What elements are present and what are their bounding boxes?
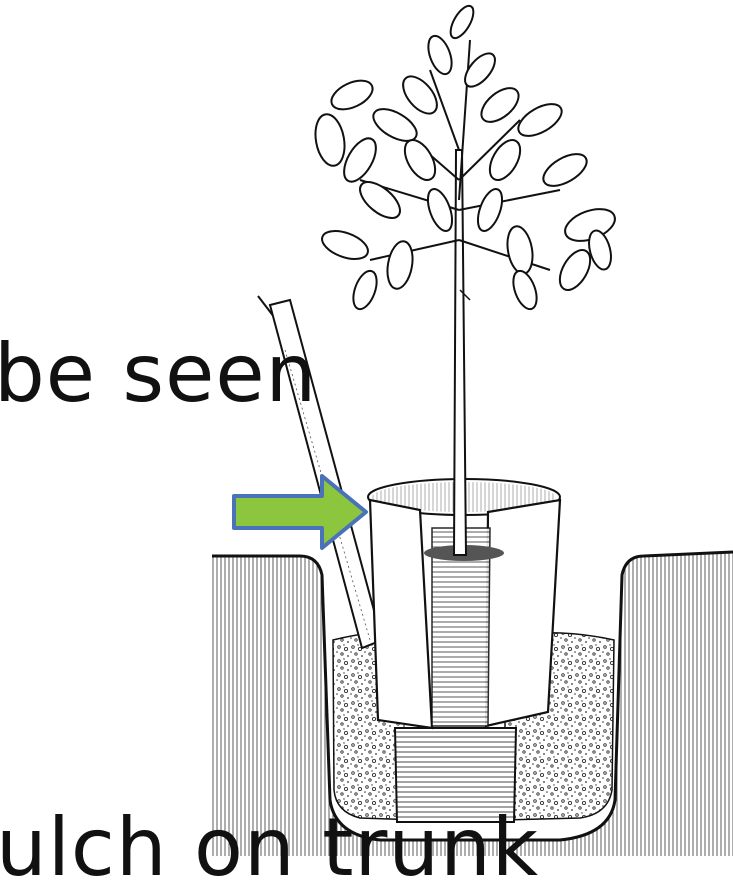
caption-line-1: be seen xyxy=(0,334,317,414)
caption-line-2: ulch on trunk xyxy=(0,808,539,888)
planting-illustration xyxy=(0,0,733,856)
tree-canopy xyxy=(312,2,620,312)
